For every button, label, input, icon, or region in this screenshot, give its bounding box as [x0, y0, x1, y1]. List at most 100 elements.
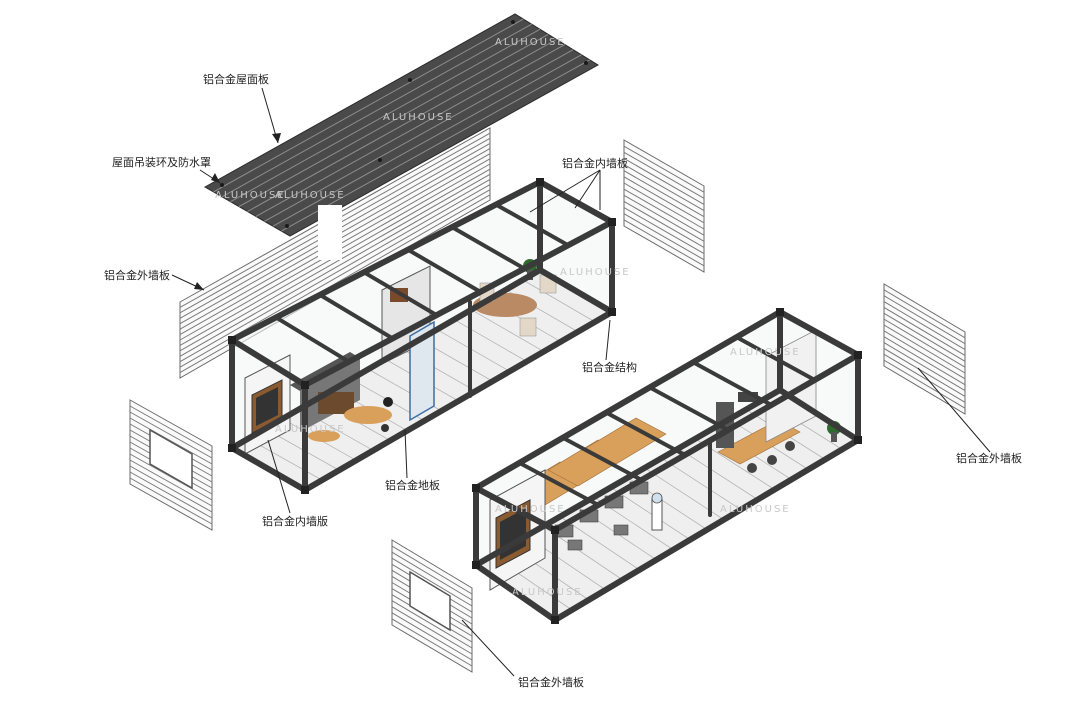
wall-slat: [883, 336, 966, 386]
floor-line: [678, 447, 759, 501]
wall-slat: [179, 184, 491, 363]
wall-slat: [623, 151, 705, 199]
label-floor: 铝合金地板: [385, 478, 440, 492]
floor-line: [470, 309, 544, 352]
wall-slat: [883, 306, 966, 356]
label-outer-wall-left: 铝合金外墙板: [104, 268, 170, 282]
roof-beam: [406, 247, 483, 294]
wall-slat: [129, 459, 213, 507]
wall-slat: [391, 606, 473, 655]
wall-slat: [883, 301, 966, 351]
watermark-brand: ALUHOUSE: [215, 190, 286, 201]
roof-beam: [560, 435, 644, 482]
wall-slat: [623, 207, 705, 255]
wall-slat: [883, 295, 966, 345]
roof-rib: [230, 28, 541, 203]
roof-rib: [221, 23, 532, 198]
watermark-brand: ALUHOUSE: [560, 267, 631, 278]
roof-beam: [362, 270, 439, 318]
wall-slat: [883, 324, 966, 374]
outer-wall-back-panel: [179, 127, 491, 379]
label-structure: 铝合金结构: [582, 360, 637, 374]
outer-wall-end-right: [883, 283, 966, 415]
wall-slat: [391, 545, 473, 595]
roof-beam: [450, 225, 527, 271]
wall-slat: [129, 471, 213, 519]
watermark-brand: ALUHOUSE: [383, 112, 454, 123]
roof-beam: [734, 335, 817, 382]
watermark-brand: ALUHOUSE: [720, 504, 791, 515]
roof-rib: [272, 54, 582, 227]
wall-slat: [623, 176, 705, 224]
wall-slat: [391, 600, 473, 649]
floor-line: [436, 328, 510, 372]
floor-line: [661, 457, 742, 511]
wall-slat: [391, 551, 473, 601]
roof-rib: [247, 39, 557, 212]
label-inner-wall-top: 铝合金内墙板: [562, 156, 628, 170]
floor-line: [522, 279, 596, 323]
roof-beam: [517, 460, 601, 507]
wall-slat: [883, 347, 966, 397]
roof-beam: [604, 410, 687, 457]
wall-slat: [623, 213, 705, 261]
label-outer-wall-right: 铝合金外墙板: [956, 451, 1022, 465]
wall-slat: [623, 182, 705, 230]
roof-beam: [274, 315, 351, 364]
watermark-brand: ALUHOUSE: [512, 587, 583, 598]
roof-beam: [318, 292, 395, 341]
watermark-brand: ALUHOUSE: [275, 424, 346, 435]
wall-slat: [883, 359, 966, 409]
wall-slat: [883, 342, 966, 392]
watermark-brand: ALUHOUSE: [495, 37, 566, 48]
watermark-brand: ALUHOUSE: [730, 347, 801, 358]
watermark-brand: ALUHOUSE: [495, 504, 566, 515]
wall-slat: [883, 318, 966, 368]
wall-slat: [179, 178, 491, 357]
wall-slat: [623, 219, 705, 267]
wall-slat: [391, 618, 473, 667]
wall-slat: [623, 188, 705, 236]
upper-container-module: [228, 178, 616, 494]
floor-line: [453, 319, 527, 362]
wall-slat: [391, 557, 473, 607]
label-outer-wall-bottom: 铝合金外墙板: [518, 675, 584, 689]
wall-slat: [623, 194, 705, 242]
label-lifting-ring: 屋面吊装环及防水罩: [112, 155, 211, 169]
outer-wall-end-bottom: [391, 539, 473, 673]
roof-rib: [213, 18, 524, 193]
leader-lines: [171, 87, 991, 677]
wall-slat: [129, 417, 213, 465]
wall-slat: [129, 453, 213, 501]
watermark-brand: ALUHOUSE: [275, 190, 346, 201]
roof-beam: [494, 202, 571, 248]
wall-slat: [883, 330, 966, 380]
roof-panel: [203, 13, 599, 237]
wall-slat: [623, 164, 705, 212]
outer-wall-end-top-right: [623, 139, 705, 273]
wall-slat: [883, 312, 966, 362]
roof-rib: [238, 33, 549, 208]
floor-line: [610, 486, 691, 541]
roof-rib: [264, 49, 574, 222]
lower-container-module: [472, 308, 862, 624]
label-inner-wall-bottom: 铝合金内墙版: [262, 514, 328, 528]
roof-beam: [647, 385, 731, 432]
roof-rib: [255, 44, 566, 217]
watermarks: ALUHOUSE ALUHOUSE ALUHOUSE ALUHOUSE ALUH…: [215, 37, 801, 598]
wall-slat: [129, 411, 213, 459]
outer-wall-end-left: [129, 399, 213, 531]
wall-slat: [129, 405, 213, 453]
wall-slat: [623, 157, 705, 205]
wall-slat: [623, 145, 705, 193]
wall-slat: [883, 289, 966, 339]
wall-slat: [623, 170, 705, 218]
label-roof-panel: 铝合金屋面板: [203, 72, 269, 86]
roof-beam: [691, 360, 774, 407]
wall-slat: [391, 612, 473, 661]
roof-rib: [281, 59, 590, 232]
wall-slat: [179, 173, 491, 352]
wall-slat: [623, 200, 705, 248]
wall-slat: [883, 353, 966, 403]
wall-slat: [129, 477, 213, 525]
